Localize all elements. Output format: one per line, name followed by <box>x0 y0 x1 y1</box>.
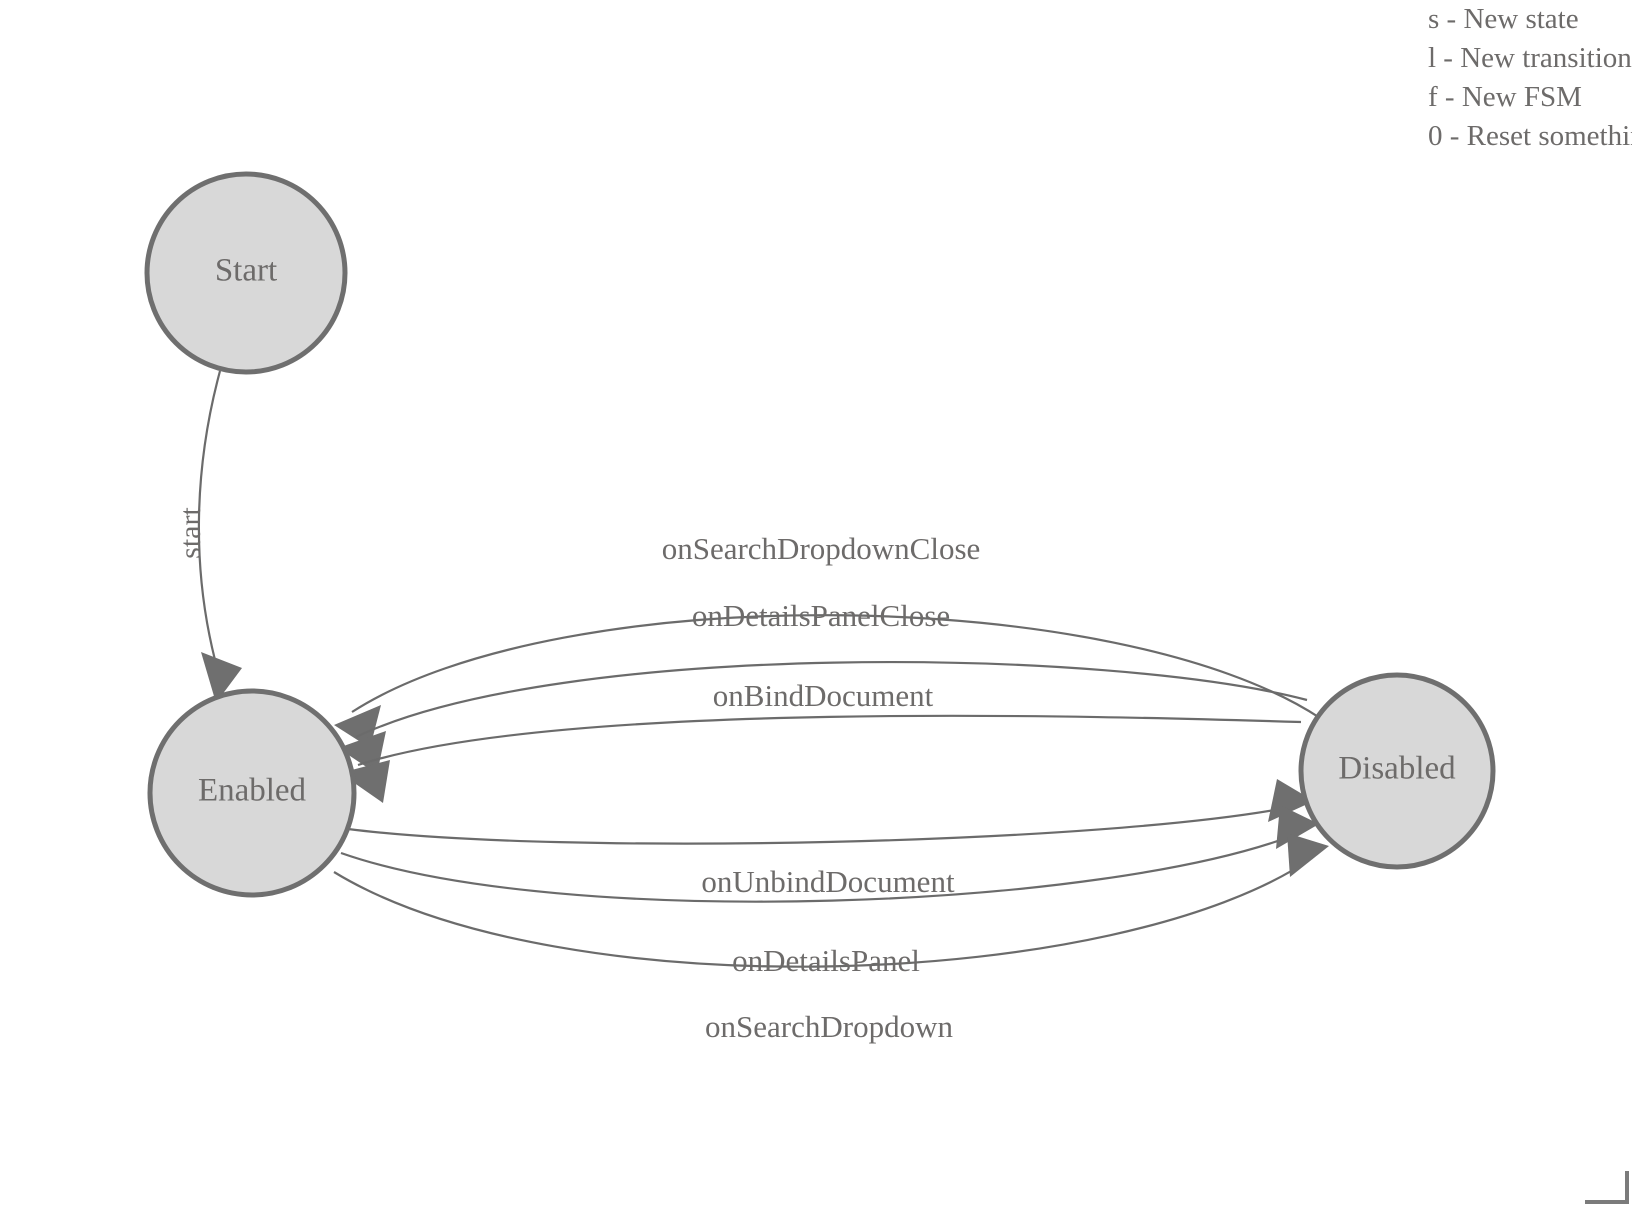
edge-arrowhead-ondetailspanel <box>1276 805 1319 849</box>
state-circle-enabled[interactable] <box>147 688 357 898</box>
state-node-start[interactable]: Start <box>144 171 348 375</box>
edge-label-onsearchdropdown: onSearchDropdown <box>705 1009 953 1044</box>
resize-grip-vertical-bar <box>1625 1171 1629 1204</box>
edge-arrowhead-onsearchdropdown <box>1287 833 1329 877</box>
state-circle-disabled[interactable] <box>1298 672 1496 870</box>
edge-path-onbinddocument[interactable] <box>357 714 1302 767</box>
state-label-start: Start <box>215 253 277 289</box>
edge-path-start-to-enabled[interactable] <box>197 370 222 661</box>
edge-label-onunbinddocument: onUnbindDocument <box>701 864 955 899</box>
edge-enabled-to-disabled-onunbinddocument[interactable] <box>347 779 1314 845</box>
edge-path-ondetailspanelclose[interactable] <box>355 661 1308 738</box>
edge-path-onsearchdropdown[interactable] <box>333 857 1313 968</box>
state-circle-start[interactable] <box>144 171 348 375</box>
state-label-disabled: Disabled <box>1338 751 1456 787</box>
edge-enabled-to-disabled-onsearchdropdown[interactable] <box>333 833 1329 968</box>
edge-start-to-enabled[interactable] <box>197 370 242 703</box>
edge-path-onunbinddocument[interactable] <box>347 804 1297 845</box>
edge-arrowhead-start-to-enabled <box>201 652 242 703</box>
state-node-disabled[interactable]: Disabled <box>1298 672 1496 870</box>
state-node-enabled[interactable]: Enabled <box>147 688 357 898</box>
edge-label-ondetailspanelclose: onDetailsPanelClose <box>692 598 950 633</box>
edge-arrowhead-ondetailspanelclose <box>338 731 386 774</box>
resize-grip[interactable] <box>1574 1168 1632 1204</box>
edge-label-ondetailspanel: onDetailsPanel <box>732 943 920 978</box>
edge-label-start: start <box>174 507 207 559</box>
edge-label-onbinddocument: onBindDocument <box>713 678 934 713</box>
edge-path-ondetailspanel[interactable] <box>340 830 1303 903</box>
edge-label-onsearchdropdownclose: onSearchDropdownClose <box>662 531 981 566</box>
edge-path-onsearchdropdownclose[interactable] <box>351 614 1321 719</box>
edge-enabled-to-disabled-ondetailspanel[interactable] <box>340 805 1319 903</box>
edge-disabled-to-enabled-onbinddocument[interactable] <box>340 714 1302 803</box>
resize-grip-horizontal-bar <box>1585 1200 1629 1204</box>
state-label-enabled: Enabled <box>198 773 307 809</box>
edge-disabled-to-enabled-ondetailspanelclose[interactable] <box>338 661 1308 774</box>
